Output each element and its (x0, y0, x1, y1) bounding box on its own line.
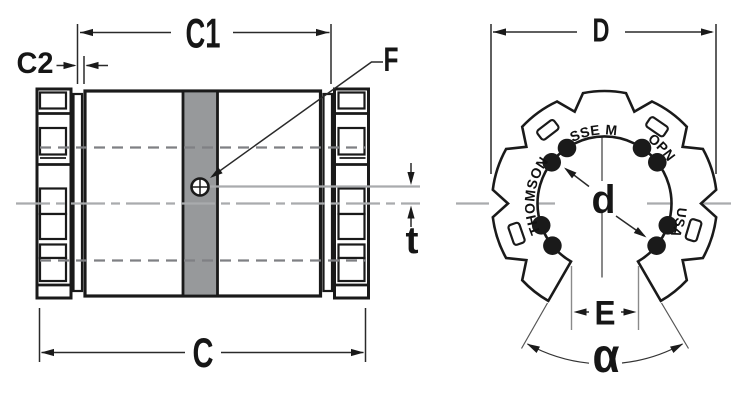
ring-slot (38, 91, 68, 110)
dim-label-d-bore: d (592, 178, 616, 222)
arrowhead-icon (407, 205, 415, 219)
dim-label-f: F (384, 41, 399, 79)
dim-label-c2: C2 (17, 47, 54, 80)
extension-line (660, 302, 690, 349)
d-bore-dimension: d (565, 168, 645, 237)
side-view: F C1 C2 C t (16, 10, 420, 376)
arrowhead-icon (351, 348, 364, 357)
ball-track (542, 153, 561, 172)
arrowhead-icon (41, 348, 54, 357)
left-ring-groove (72, 92, 84, 293)
ball-track (557, 138, 577, 158)
ring-slot (38, 126, 68, 156)
ring-slot (337, 212, 366, 241)
arrowhead-icon (316, 28, 329, 37)
arrowhead-icon (210, 167, 223, 178)
arrowhead-icon (493, 28, 506, 36)
lube-hole-target-icon (190, 177, 210, 197)
ring-slot (38, 243, 68, 260)
end-view: THOMSON SSE M OPN USA D d (456, 12, 731, 383)
arrowhead-icon (526, 343, 540, 353)
d-outer-dimension: D (490, 12, 717, 174)
retainer-slot (645, 116, 669, 138)
dimension-arrowheads (41, 28, 714, 357)
ring-slot (337, 187, 366, 216)
dim-label-alpha: α (593, 330, 620, 383)
retainer-slot (507, 221, 526, 246)
ring-slot (38, 256, 68, 283)
e-dimension: E (570, 266, 640, 333)
ball-track (647, 236, 666, 255)
leader-line (211, 61, 383, 178)
ball-track (658, 216, 678, 235)
ring-slot (337, 256, 366, 283)
arrowhead-icon (407, 172, 415, 185)
dim-label-c: C (193, 329, 214, 376)
dim-label-d-outer: D (593, 12, 610, 49)
right-end-ring (333, 87, 370, 300)
arrowhead-icon (85, 61, 99, 70)
arrowhead-icon (633, 227, 647, 238)
ring-slot (337, 126, 366, 156)
c1-dimension: C1 (76, 10, 332, 84)
ring-slot (38, 187, 68, 216)
retainer-slot (684, 218, 703, 243)
arrowhead-icon (80, 28, 93, 37)
f-callout: F (211, 41, 399, 178)
ring-slot (38, 212, 68, 241)
dim-label-c1: C1 (186, 10, 221, 57)
alpha-dimension: α (520, 302, 690, 383)
arrowhead-icon (573, 308, 587, 316)
arrowhead-icon (564, 167, 577, 179)
arrowhead-icon (623, 308, 637, 316)
arrowhead-icon (63, 61, 77, 70)
ring-slot (337, 91, 366, 110)
ball-track (632, 138, 652, 158)
ring-slot (337, 243, 366, 260)
retainer-slot (536, 118, 560, 141)
ball-track (648, 153, 667, 172)
ball-track (543, 236, 562, 255)
open-bushing-outline (491, 89, 718, 303)
ball-track (531, 216, 551, 235)
c-dimension: C (38, 308, 367, 376)
arrowhead-icon (701, 28, 714, 36)
c2-dimension: C2 (17, 47, 108, 84)
dim-label-e: E (595, 295, 616, 333)
dim-label-t: t (406, 220, 419, 262)
extension-line (520, 302, 549, 349)
arrowhead-icon (670, 343, 684, 353)
left-end-ring (35, 87, 73, 300)
